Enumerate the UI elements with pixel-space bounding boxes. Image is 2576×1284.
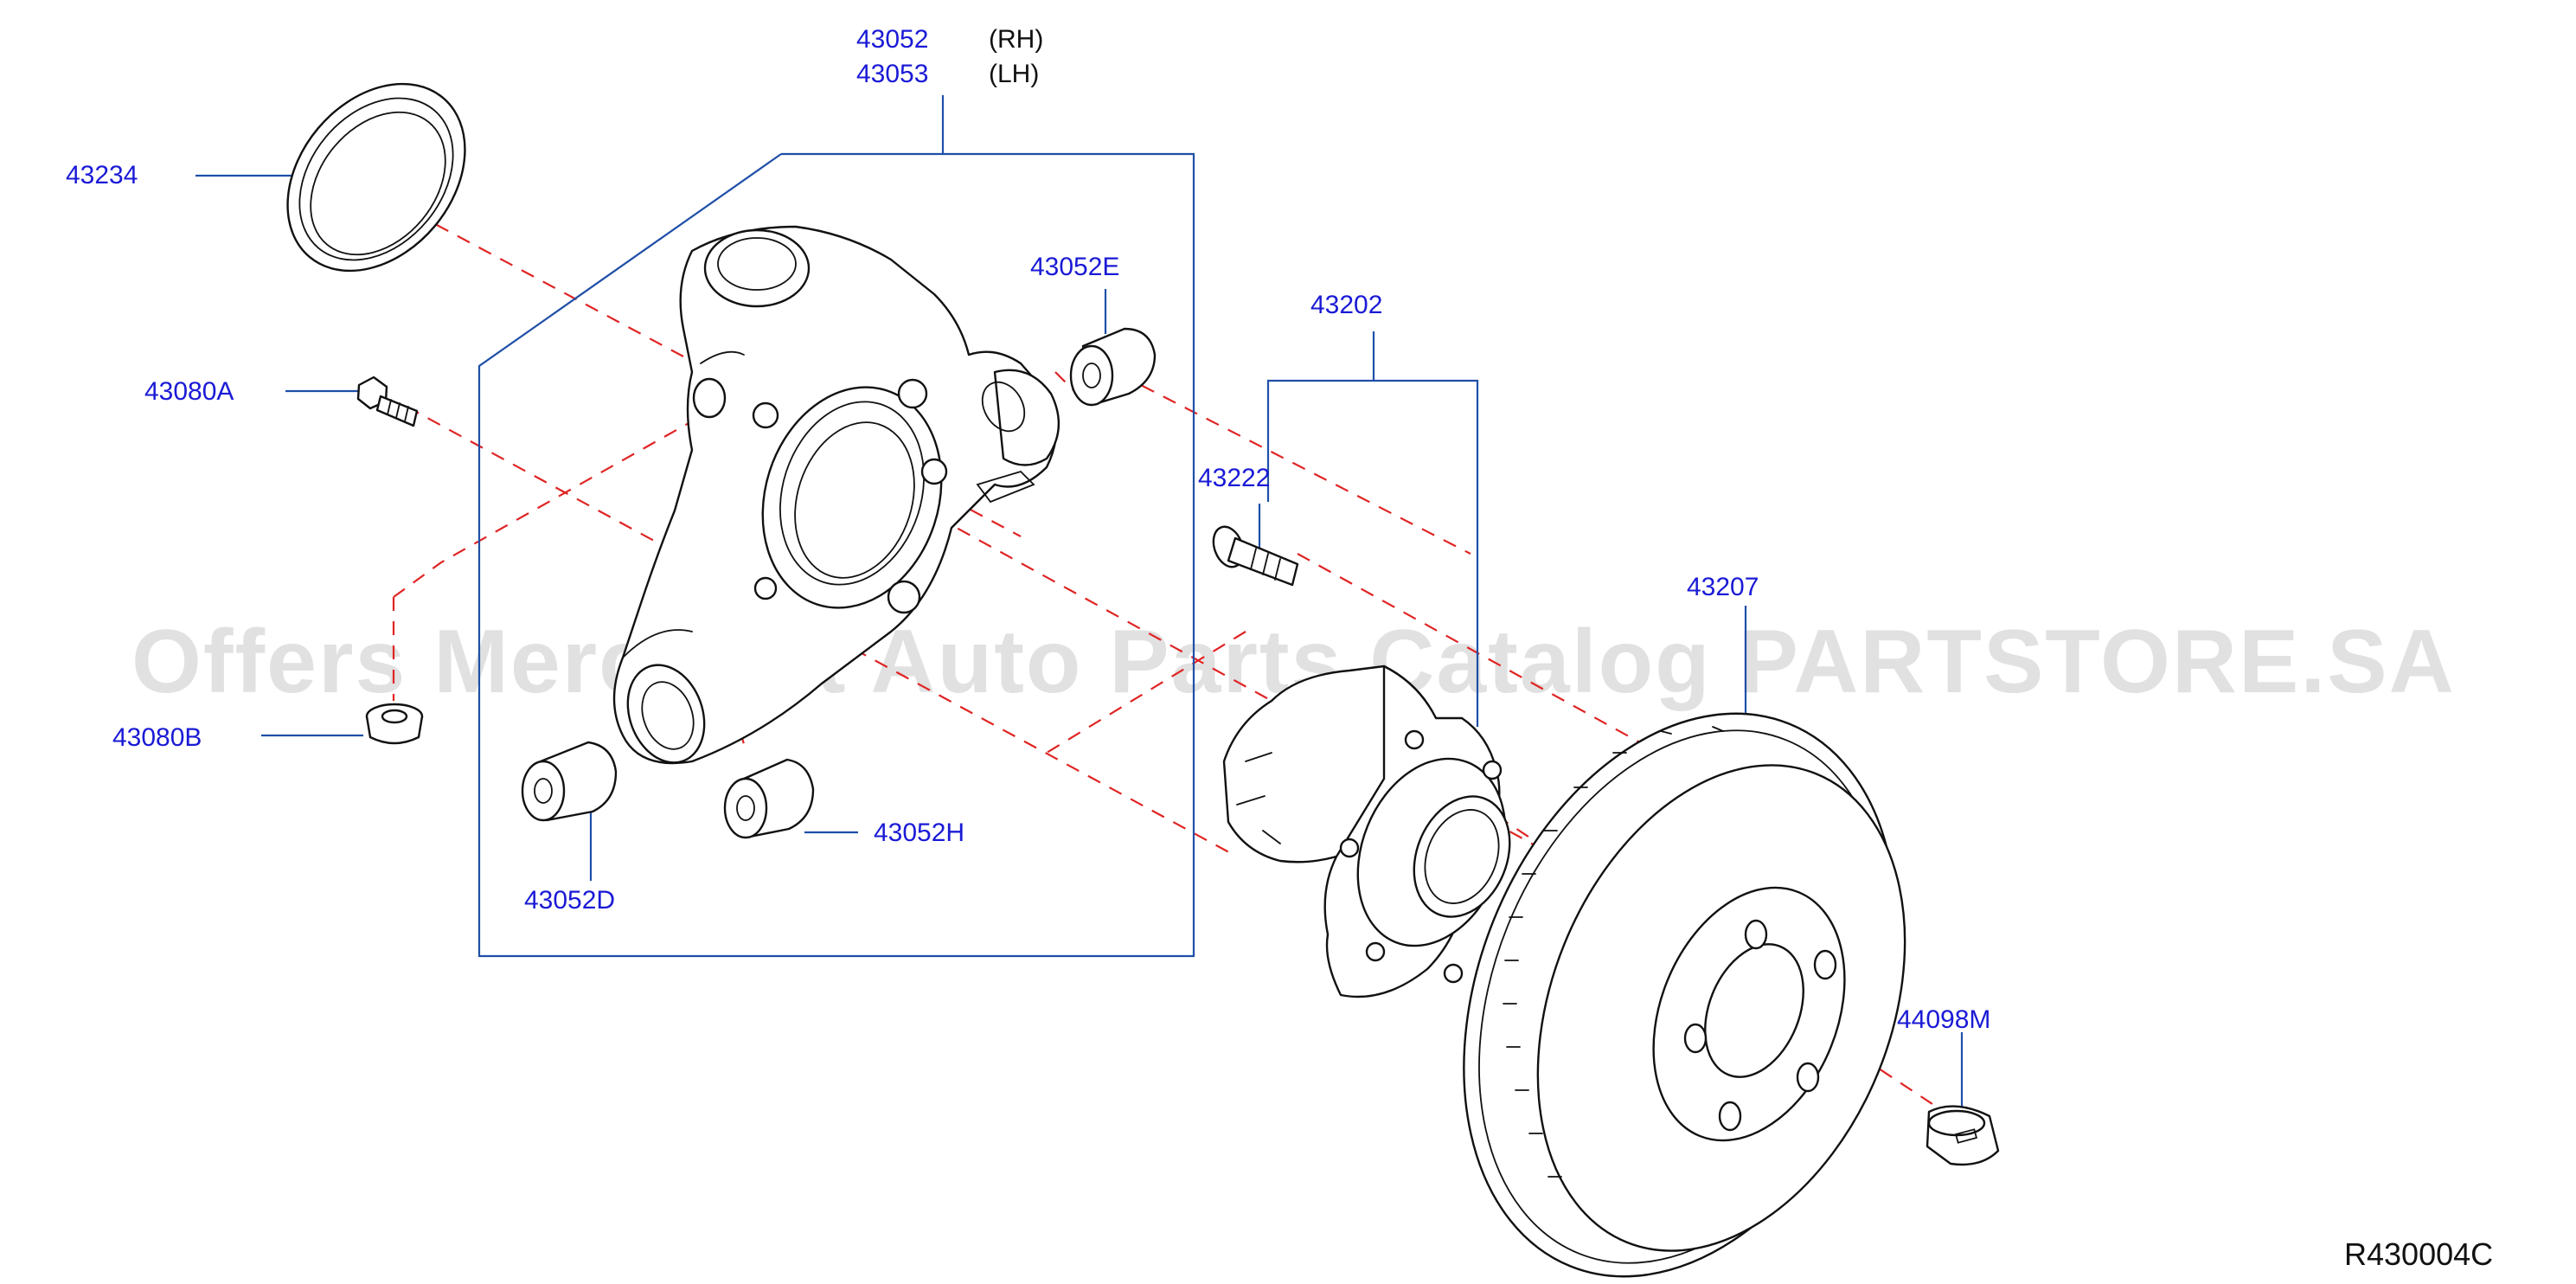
label-43052[interactable]: 43052: [856, 25, 928, 54]
reference-code: R430004C: [2344, 1236, 2493, 1272]
hub-assembly-drawing: [1222, 664, 1511, 998]
bushing-43052d-drawing: [521, 741, 618, 822]
label-43053[interactable]: 43053: [856, 60, 928, 88]
label-lh: (LH): [989, 60, 1039, 88]
label-43052e[interactable]: 43052E: [1030, 253, 1119, 281]
label-43234[interactable]: 43234: [66, 161, 138, 189]
label-43052d[interactable]: 43052D: [524, 886, 615, 915]
knuckle-drawing: [612, 225, 1060, 765]
rotor-screw-drawing: [1926, 1105, 2000, 1166]
label-43207[interactable]: 43207: [1687, 573, 1759, 601]
nut-43080b-drawing: [365, 703, 424, 745]
bushing-43052e-drawing: [1069, 327, 1157, 407]
bushing-43052h-drawing: [723, 758, 815, 839]
label-43052h[interactable]: 43052H: [874, 819, 964, 847]
label-43080a[interactable]: 43080A: [144, 377, 234, 406]
hub-bolt-drawing: [1212, 525, 1299, 587]
label-43222[interactable]: 43222: [1198, 464, 1270, 492]
label-43080b[interactable]: 43080B: [112, 723, 202, 752]
disc-rotor-drawing: [1463, 712, 1906, 1278]
part-labels: 43052 (RH) 43053 (LH) 43234 43080A 43080…: [66, 25, 2493, 1272]
label-43202[interactable]: 43202: [1310, 291, 1382, 319]
bolt-43080a-drawing: [356, 376, 419, 427]
label-44098m[interactable]: 44098M: [1897, 1005, 1990, 1034]
leader-lines: [195, 95, 1964, 1107]
baffle-plate-drawing: [286, 82, 466, 273]
label-rh: (RH): [989, 25, 1043, 54]
